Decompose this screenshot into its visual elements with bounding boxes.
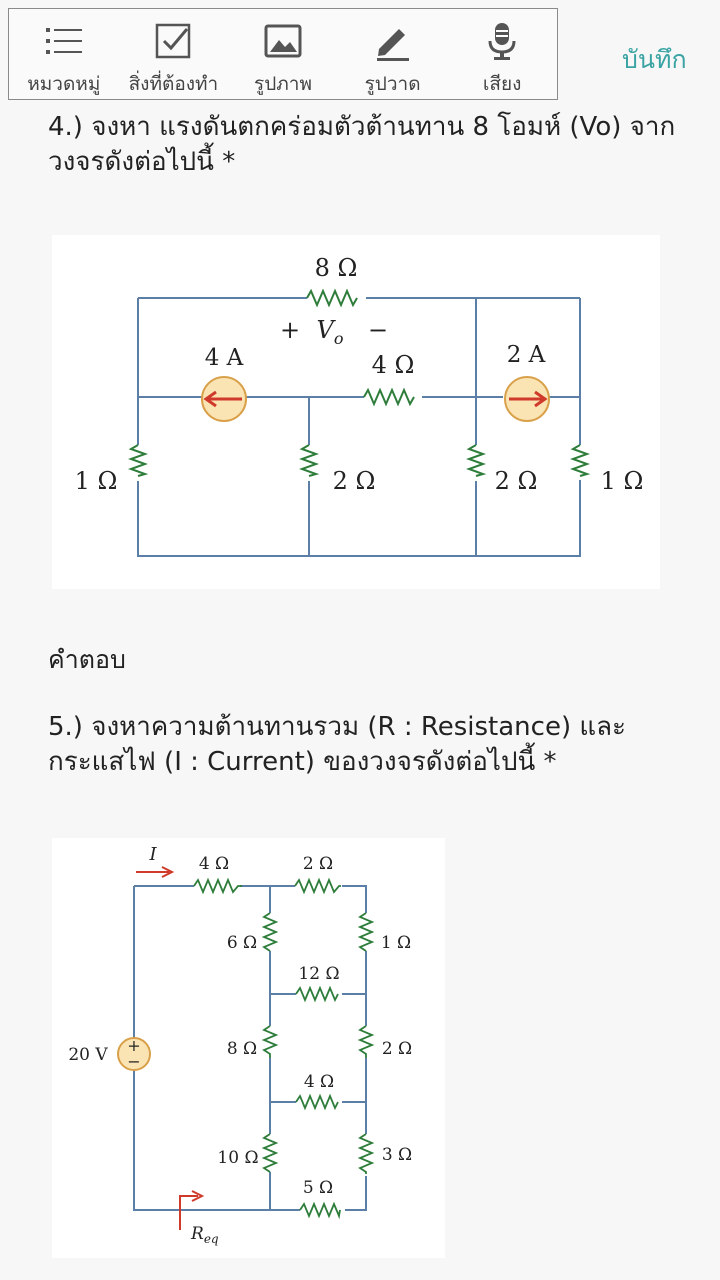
pencil-icon (376, 29, 409, 61)
label-4ohm-top: 4 Ω (199, 854, 229, 874)
toolbar-image-label: รูปภาพ (253, 73, 312, 95)
resistor-6ohm (261, 912, 279, 952)
toolbar-audio-label: เสียง (482, 73, 522, 95)
toolbar-image-button[interactable]: รูปภาพ (228, 9, 338, 99)
question-5-title: 5.) จงหาความต้านทานรวม (R : Resistance) … (48, 712, 627, 777)
label-2a: 2 A (507, 342, 546, 368)
resistor-8ohm (261, 1025, 279, 1058)
resistor-1ohm-right (570, 444, 591, 477)
label-2ohm-right: 2 Ω (382, 1039, 412, 1059)
label-4ohm: 4 Ω (372, 351, 415, 379)
circuit-2-diagram: + − I 4 Ω 2 Ω 6 Ω 1 Ω 12 Ω 20 V 8 Ω 2 Ω … (68, 844, 412, 1246)
circuit-1-diagram: 8 Ω + Vo − 4 A 4 Ω 2 A 1 Ω 2 Ω 2 Ω 1 Ω (75, 254, 644, 557)
label-20v: 20 V (68, 1045, 108, 1065)
label-2ohm-mid: 2 Ω (333, 467, 376, 495)
checkbox-icon (156, 23, 191, 59)
toolbar-todo-label: สิ่งที่ต้องทำ (128, 73, 219, 95)
resistor-4ohm-mid (295, 1093, 339, 1111)
image-icon (264, 24, 302, 58)
current-source-2a (504, 376, 550, 422)
toolbar-draw-label: รูปวาด (364, 73, 421, 95)
label-vo: Vo (317, 316, 344, 348)
current-arrow (136, 866, 175, 878)
toolbar-todo-button[interactable]: สิ่งที่ต้องทำ (119, 9, 229, 99)
resistor-1ohm (357, 912, 375, 952)
resistor-10ohm (261, 1133, 279, 1173)
label-2ohm-top: 2 Ω (303, 854, 333, 874)
label-4a: 4 A (205, 345, 244, 371)
label-12ohm: 12 Ω (298, 964, 339, 984)
toolbar: หมวดหมู่ สิ่งที่ต้องทำ รูปภาพ รูปวาด (8, 8, 558, 100)
label-1ohm-right: 1 Ω (601, 467, 644, 495)
resistor-2ohm-top (294, 877, 341, 895)
microphone-icon (488, 23, 516, 60)
resistor-4ohm-top (193, 877, 242, 895)
label-1ohm: 1 Ω (381, 933, 411, 953)
label-req: Req (190, 1224, 219, 1246)
label-8ohm: 8 Ω (227, 1039, 257, 1059)
question-4-title: 4.) จงหา แรงดันตกคร่อมตัวต้านทาน 8 โอมห์… (48, 112, 676, 177)
label-6ohm: 6 Ω (227, 933, 257, 953)
resistor-2ohm-mid (299, 444, 320, 477)
voltage-source-20v: + − (117, 1036, 151, 1071)
svg-text:−: − (127, 1052, 140, 1071)
list-icon (45, 28, 82, 54)
resistor-2ohm-right (466, 444, 487, 477)
current-source-4a (201, 376, 247, 422)
label-vo-plus: + (280, 316, 300, 344)
svg-text:+: + (127, 1036, 140, 1055)
label-8ohm: 8 Ω (315, 254, 358, 282)
save-button[interactable]: บันทึก (622, 45, 687, 74)
toolbar-draw-button[interactable]: รูปวาด (338, 9, 448, 99)
resistor-12ohm (295, 985, 339, 1003)
resistor-4ohm (363, 387, 415, 407)
label-4ohm-mid: 4 Ω (304, 1072, 334, 1092)
answer-label: คำตอบ (48, 645, 126, 674)
label-10ohm: 10 Ω (217, 1148, 258, 1168)
toolbar-audio-button[interactable]: เสียง (447, 9, 557, 99)
req-arrow (179, 1190, 205, 1230)
label-3ohm: 3 Ω (382, 1145, 412, 1165)
label-5ohm: 5 Ω (303, 1178, 333, 1198)
resistor-5ohm (299, 1201, 341, 1220)
label-vo-minus: − (368, 316, 388, 344)
resistor-2ohm-right (357, 1025, 375, 1058)
toolbar-category-label: หมวดหมู่ (27, 73, 101, 95)
circuit-figure-1: 8 Ω + Vo − 4 A 4 Ω 2 A 1 Ω 2 Ω 2 Ω 1 Ω (52, 235, 660, 589)
label-current: I (148, 844, 157, 865)
resistor-8ohm (306, 288, 358, 308)
label-2ohm-right: 2 Ω (495, 467, 538, 495)
circuit-figure-2: + − I 4 Ω 2 Ω 6 Ω 1 Ω 12 Ω 20 V 8 Ω 2 Ω … (52, 838, 445, 1258)
toolbar-category-button[interactable]: หมวดหมู่ (9, 9, 119, 99)
resistor-3ohm (357, 1133, 375, 1174)
label-1ohm-left: 1 Ω (75, 467, 118, 495)
resistor-1ohm-left (128, 444, 149, 477)
